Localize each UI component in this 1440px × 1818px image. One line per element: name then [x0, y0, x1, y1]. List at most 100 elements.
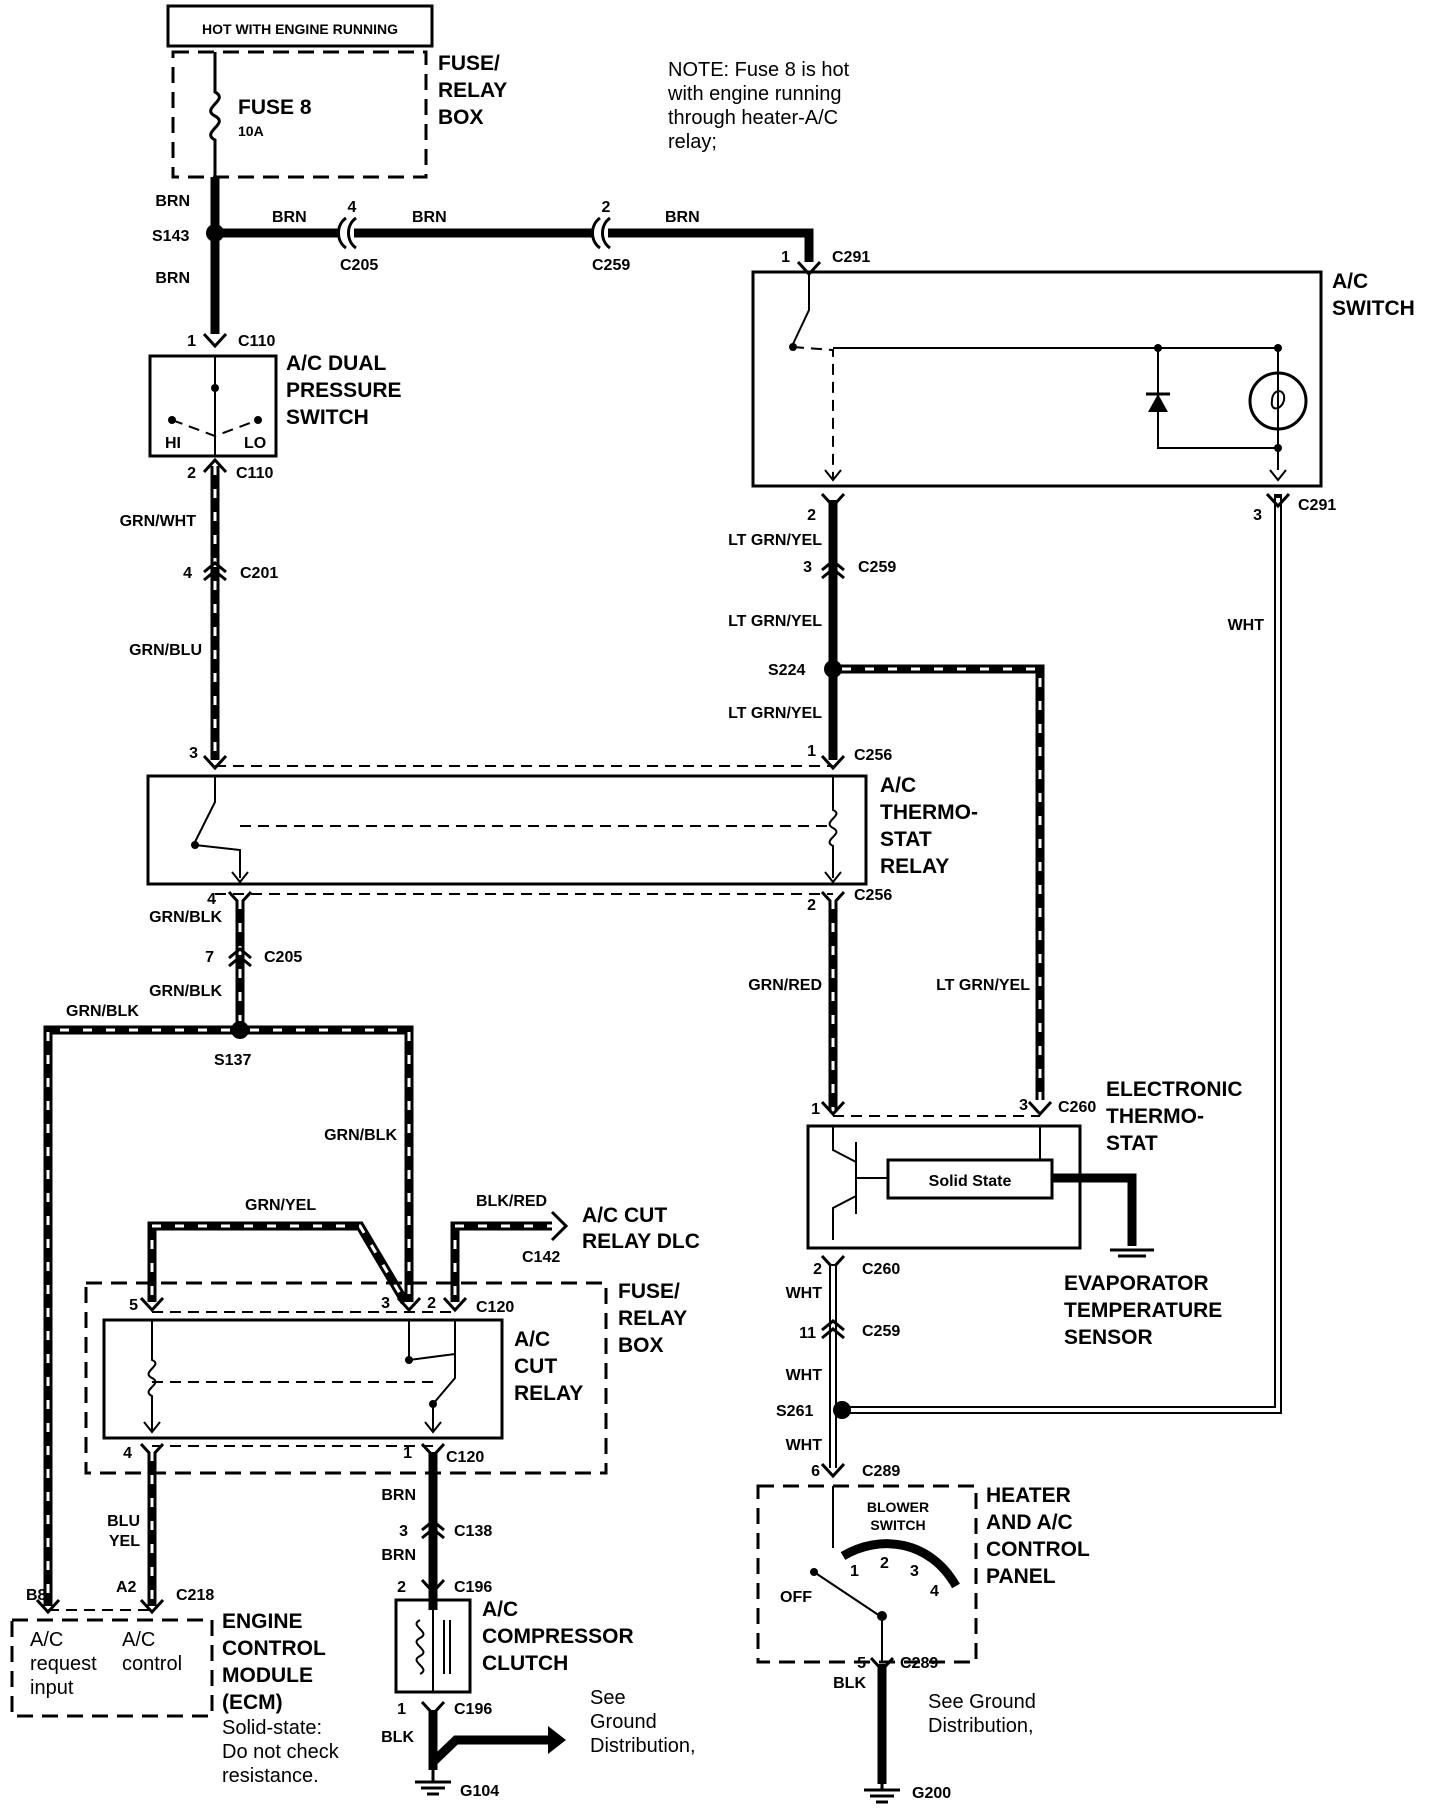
dual-pressure-contact-lo: [254, 416, 262, 424]
dual-pressure-title-3: SWITCH: [286, 406, 369, 429]
connector-label-c259-top: C259: [592, 257, 630, 274]
pin-c291-3: 3: [1253, 507, 1262, 524]
pin-c256-1: 1: [807, 743, 816, 760]
wire-label-blk-red: BLK/RED: [476, 1193, 547, 1210]
connector-label-c291-1: C291: [832, 249, 870, 266]
wire-label-lt-grn-yel-3: LT GRN/YEL: [728, 705, 822, 722]
connector-c142-icon: [550, 1210, 569, 1242]
note-line-2: with engine running: [667, 83, 841, 105]
cut-relay-title-1: A/C: [514, 1328, 550, 1351]
note-line-1: NOTE: Fuse 8 is hot: [668, 59, 850, 81]
relay-terminals: [231, 871, 842, 884]
see-ground-left-2: Ground: [590, 1711, 657, 1733]
connector-c260-top-icon: [820, 1100, 1053, 1117]
connector-label-c260-1: C260: [1058, 1099, 1096, 1116]
thermostat-relay-title-4: RELAY: [880, 855, 949, 878]
pin-c259-3: 3: [803, 559, 812, 576]
thermostat-relay-title-2: THERMO-: [880, 801, 978, 824]
pin-ecm-b8: B8: [26, 1587, 47, 1604]
wire-label-blu: BLU: [107, 1513, 140, 1530]
wire-label-brn-1: BRN: [155, 193, 190, 210]
ecm-title-1: ENGINE: [222, 1610, 303, 1633]
pin-c260-2: 2: [813, 1261, 822, 1278]
pin-relay-4: 4: [207, 891, 216, 908]
connector-label-c205-top: C205: [340, 257, 378, 274]
connector-label-c256-2: C256: [854, 887, 892, 904]
hot-label: HOT WITH ENGINE RUNNING: [202, 21, 398, 37]
pin-c289-5: 5: [857, 1655, 866, 1672]
electronic-thermostat-title-3: STAT: [1106, 1132, 1158, 1155]
pin-c260-1: 1: [811, 1101, 820, 1118]
transistor-icon: [832, 1126, 857, 1240]
dual-pressure-hi: HI: [165, 435, 181, 452]
note-line-3: through heater-A/C: [668, 107, 838, 129]
wire-label-blk-1: BLK: [381, 1729, 414, 1746]
ac-switch-indicator-wire: [833, 347, 1279, 470]
connector-c205-2-icon: [228, 947, 252, 968]
ground-distribution-left-arrow: [548, 1726, 566, 1754]
pin-c196-1: 1: [397, 1701, 406, 1718]
see-ground-right-1: See Ground: [928, 1691, 1036, 1713]
ground-g200-icon: [864, 1784, 900, 1804]
compressor-title-2: COMPRESSOR: [482, 1625, 634, 1648]
pin-c260-3: 3: [1019, 1097, 1028, 1114]
hot-label-box: [166, 4, 434, 48]
splice-label-s137: S137: [214, 1052, 251, 1069]
fuse-box-top-title-1: FUSE/: [438, 52, 500, 75]
pin-c259-2: 2: [602, 199, 611, 216]
wire-label-brn-3: BRN: [272, 209, 307, 226]
connector-label-c259-3: C259: [862, 1323, 900, 1340]
wire-lt-grn-yel-branch-stripe: [842, 667, 1042, 1100]
heater-panel-title-4: PANEL: [986, 1565, 1056, 1588]
splice-label-s224: S224: [768, 662, 805, 679]
blower-switch-arc: [840, 1539, 960, 1589]
evap-sensor-title-3: SENSOR: [1064, 1326, 1153, 1349]
ac-switch-node-3: [1274, 444, 1282, 452]
connector-c110-top-icon: [202, 332, 228, 349]
cut-relay-coil-icon: [147, 1320, 157, 1430]
connector-label-c120-1: C120: [476, 1299, 514, 1316]
connector-c291-3-icon: [1265, 492, 1291, 509]
cut-relay-dlc-title-1: A/C CUT: [582, 1204, 667, 1227]
see-ground-left-3: Distribution,: [590, 1735, 696, 1757]
wire-wht-long: [846, 494, 1282, 1414]
fuse-8-rating: 10A: [238, 123, 264, 139]
wire-blk-red-stripe: [453, 1224, 552, 1295]
ac-switch-node-2: [1154, 344, 1162, 352]
splice-s261: [833, 1401, 851, 1419]
wire-label-lt-grn-yel-4: LT GRN/YEL: [936, 977, 1030, 994]
wire-grn-blk-right-stripe: [250, 1028, 411, 1302]
wire-label-brn-4: BRN: [412, 209, 447, 226]
pin-c120-1: 1: [403, 1445, 412, 1462]
connector-label-c218: C218: [176, 1587, 214, 1604]
cut-relay-contact: [408, 1320, 456, 1405]
ecm-control-1: A/C: [122, 1629, 155, 1651]
wire-label-lt-grn-yel-1: LT GRN/YEL: [728, 532, 822, 549]
wire-label-grn-red: GRN/RED: [748, 977, 822, 994]
wire-wht-long-inner: [846, 498, 1280, 1412]
ground-label-g104: G104: [460, 1783, 499, 1800]
wire-label-grn-blu: GRN/BLU: [129, 642, 202, 659]
wire-label-blk-2: BLK: [833, 1675, 866, 1692]
pin-c110-1: 1: [187, 333, 196, 350]
ecm-title-3: MODULE: [222, 1664, 313, 1687]
fuse-box-top-title-2: RELAY: [438, 79, 507, 102]
wire-label-grn-blk-3: GRN/BLK: [66, 1003, 139, 1020]
heater-ac-control-panel-box: [756, 1484, 978, 1664]
connector-label-c196-2: C196: [454, 1701, 492, 1718]
dual-pressure-lo: LO: [244, 435, 266, 452]
dual-pressure-switch-box: [148, 354, 278, 458]
connector-c259-2-icon: [821, 559, 845, 580]
ac-switch-diode-wire: [1157, 348, 1278, 449]
pin-c205-7: 7: [205, 949, 214, 966]
wire-label-wht-4: WHT: [786, 1437, 823, 1454]
connector-c138-icon: [421, 1519, 445, 1540]
connector-c218-icon: [35, 1598, 165, 1615]
electronic-thermostat-title-1: ELECTRONIC: [1106, 1078, 1243, 1101]
evap-sensor-title-1: EVAPORATOR: [1064, 1272, 1209, 1295]
thermostat-relay-contact: [194, 776, 216, 843]
fuse-relay-box-top: [171, 50, 428, 179]
dual-pressure-contact-hi: [168, 416, 176, 424]
connector-c289-top-icon: [820, 1462, 846, 1479]
